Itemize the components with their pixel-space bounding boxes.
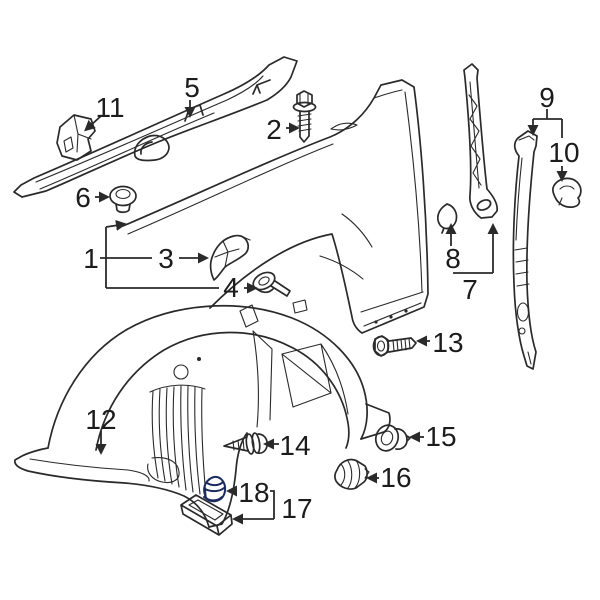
callout-label-18[interactable]: 18 bbox=[238, 477, 269, 508]
callout-label-6[interactable]: 6 bbox=[75, 182, 91, 213]
bracket-11[interactable] bbox=[56, 114, 96, 161]
callout-label-13[interactable]: 13 bbox=[432, 327, 463, 358]
flap-hole-dots bbox=[197, 309, 408, 361]
callout-label-1[interactable]: 1 bbox=[83, 243, 99, 274]
pin-4[interactable] bbox=[250, 269, 291, 297]
fender-liner[interactable] bbox=[14, 299, 391, 528]
callout-label-3[interactable]: 3 bbox=[158, 243, 174, 274]
callout-17-bracket bbox=[270, 490, 275, 519]
callout-label-17[interactable]: 17 bbox=[281, 493, 312, 524]
bracket-17[interactable] bbox=[180, 494, 233, 536]
callout-label-5[interactable]: 5 bbox=[184, 72, 200, 103]
bolt-13[interactable] bbox=[372, 335, 417, 357]
bolt-2[interactable] bbox=[292, 90, 317, 143]
callout-label-16[interactable]: 16 bbox=[380, 462, 411, 493]
clip-10[interactable] bbox=[552, 177, 582, 208]
cowl-strip[interactable] bbox=[13, 56, 298, 198]
artwork bbox=[13, 56, 582, 536]
clip-16[interactable] bbox=[334, 458, 370, 490]
callout-label-2[interactable]: 2 bbox=[266, 114, 282, 145]
callout-9-bracket bbox=[533, 109, 563, 138]
callout-label-15[interactable]: 15 bbox=[425, 421, 456, 452]
callout-label-7[interactable]: 7 bbox=[462, 274, 478, 305]
callout-label-12[interactable]: 12 bbox=[85, 404, 116, 435]
grommet-6[interactable] bbox=[109, 185, 137, 214]
clip-15[interactable] bbox=[373, 422, 411, 454]
callout-label-9[interactable]: 9 bbox=[539, 82, 555, 113]
callout-1-bracket bbox=[100, 227, 219, 289]
leader-lines bbox=[84, 100, 568, 525]
fender[interactable] bbox=[122, 79, 429, 334]
protector-9[interactable] bbox=[512, 130, 538, 370]
pad-8[interactable] bbox=[436, 203, 458, 234]
callout-label-11[interactable]: 11 bbox=[95, 92, 124, 123]
seal-3[interactable] bbox=[209, 234, 251, 281]
grommet-18-highlighted[interactable] bbox=[203, 475, 227, 503]
callout-label-14[interactable]: 14 bbox=[279, 430, 310, 461]
callout-11-arrow bbox=[84, 115, 102, 132]
callout-1-arrow bbox=[105, 220, 127, 231]
brace-7[interactable] bbox=[463, 63, 498, 219]
callout-label-10[interactable]: 10 bbox=[548, 137, 579, 168]
callout-label-4[interactable]: 4 bbox=[223, 272, 239, 303]
callout-labels: 1 2 3 4 5 6 7 8 9 10 11 12 13 14 15 16 1… bbox=[75, 72, 579, 524]
callout-label-8[interactable]: 8 bbox=[445, 243, 461, 274]
